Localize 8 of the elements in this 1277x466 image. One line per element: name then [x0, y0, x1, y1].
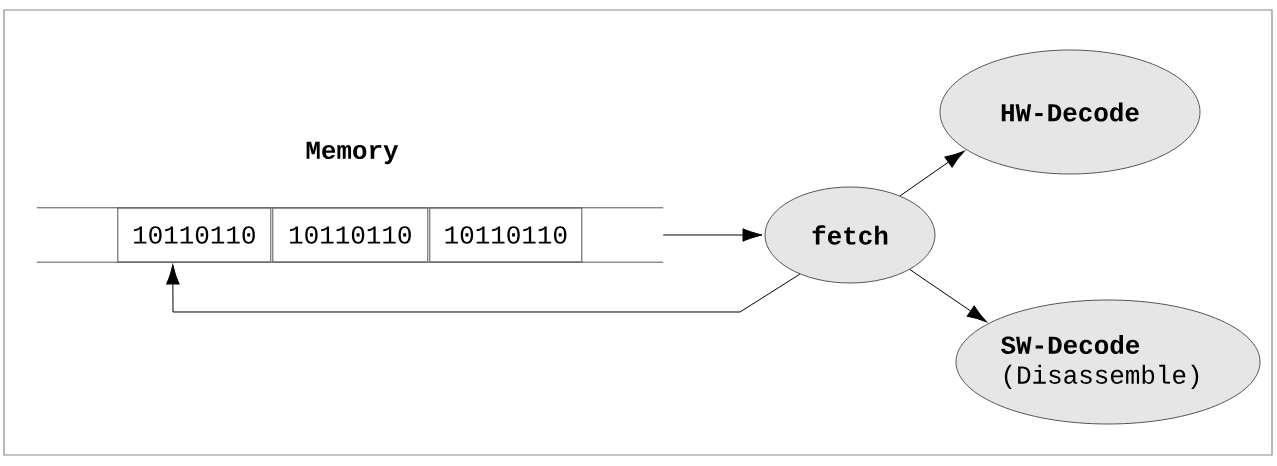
memory-cell: 10110110 [429, 207, 583, 263]
arrow [899, 150, 965, 197]
arrow [166, 264, 801, 313]
arrow [909, 269, 987, 323]
arrow [662, 228, 763, 242]
memory-label: Memory [306, 141, 399, 165]
memory-cell: 10110110 [117, 207, 272, 263]
memory-cell: 10110110 [272, 207, 429, 263]
